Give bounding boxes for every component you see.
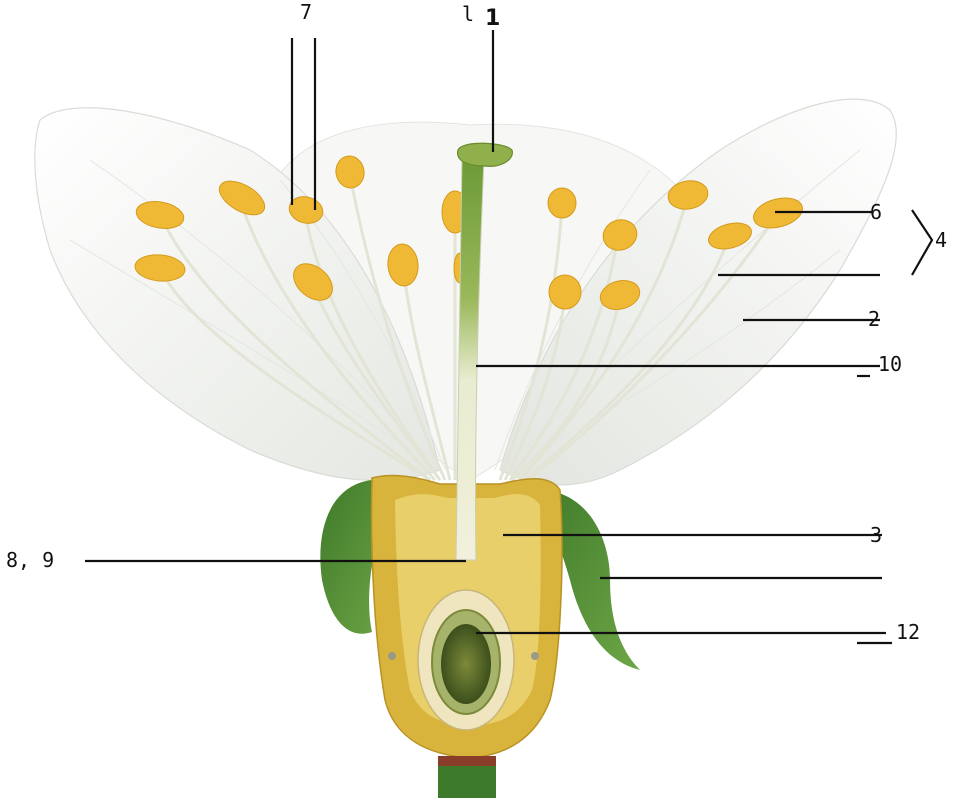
- label-12: 12: [896, 622, 920, 642]
- label-1: 1: [485, 8, 500, 30]
- stem-band: [438, 756, 496, 766]
- label-3: 3: [870, 525, 882, 545]
- label-4: 4: [935, 230, 947, 250]
- brace-4: [912, 210, 932, 275]
- label-8-9: 8, 9: [6, 550, 54, 570]
- label-7: 7: [300, 2, 312, 22]
- ovule: [441, 624, 491, 704]
- label-6: 6: [870, 202, 882, 222]
- label-10: 10: [878, 354, 902, 374]
- label-1-stub: l: [462, 4, 474, 24]
- stigma: [458, 143, 513, 166]
- label-2: 2: [868, 309, 880, 329]
